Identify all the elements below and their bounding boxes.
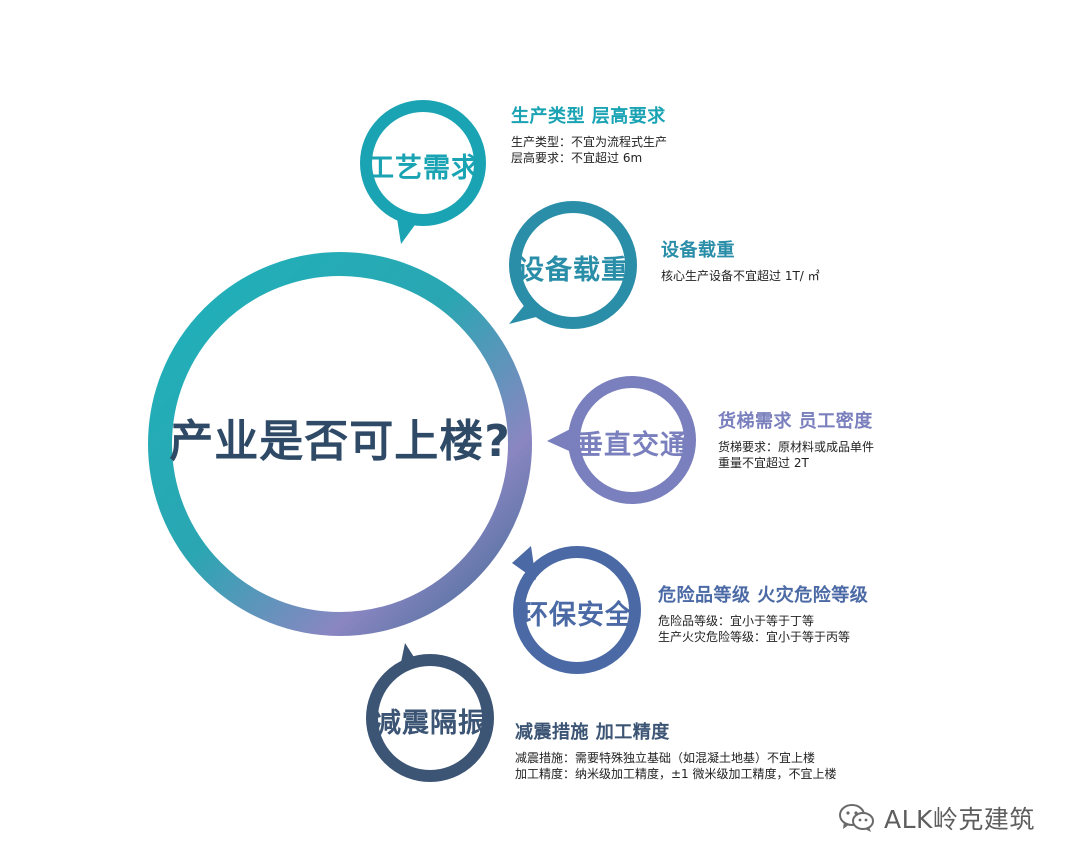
info-heading-transport: 货梯需求 员工密度 bbox=[718, 411, 873, 432]
info-line: 层高要求：不宜超过 6m bbox=[511, 151, 643, 165]
info-heading-vibration: 减震措施 加工精度 bbox=[515, 722, 670, 743]
info-transport: 货梯需求 员工密度 货梯要求：原材料或成品单件 重量不宜超过 2T bbox=[718, 407, 874, 471]
bubble-label-craft: 工艺需求 bbox=[367, 153, 479, 184]
bubble-label-transport: 垂直交通 bbox=[576, 430, 688, 461]
info-line: 生产火灾危险等级：宜小于等于丙等 bbox=[658, 630, 851, 644]
bubble-transport bbox=[547, 376, 696, 504]
info-line: 生产类型：不宜为流程式生产 bbox=[511, 135, 668, 149]
watermark: ALK岭克建筑 bbox=[838, 800, 1035, 836]
bubble-vibration bbox=[366, 643, 494, 782]
center-title: 产业是否可上楼? bbox=[169, 416, 511, 467]
bubble-equipment bbox=[509, 201, 637, 329]
info-equipment: 设备载重 核心生产设备不宜超过 1T/ ㎡ bbox=[661, 236, 820, 284]
bubble-label-vibration: 减震隔振 bbox=[374, 708, 486, 739]
info-vibration: 减震措施 加工精度 减震措施：需要特殊独立基础（如混凝土地基）不宜上楼 加工精度… bbox=[515, 718, 837, 782]
info-craft: 生产类型 层高要求 生产类型：不宜为流程式生产 层高要求：不宜超过 6m bbox=[511, 102, 667, 166]
info-line: 减震措施：需要特殊独立基础（如混凝土地基）不宜上楼 bbox=[515, 751, 816, 765]
info-safety: 危险品等级 火灾危险等级 危险品等级：宜小于等于丁等 生产火灾危险等级：宜小于等… bbox=[658, 581, 868, 645]
bubble-craft bbox=[360, 100, 486, 244]
info-line: 货梯要求：原材料或成品单件 bbox=[718, 440, 875, 454]
info-heading-safety: 危险品等级 火灾危险等级 bbox=[658, 585, 869, 606]
info-line: 重量不宜超过 2T bbox=[718, 456, 809, 470]
bubble-label-equipment: 设备载重 bbox=[517, 255, 629, 286]
info-heading-craft: 生产类型 层高要求 bbox=[511, 106, 666, 127]
info-line: 危险品等级：宜小于等于丁等 bbox=[658, 614, 815, 628]
watermark-text: ALK岭克建筑 bbox=[884, 805, 1035, 834]
bubble-label-safety: 环保安全 bbox=[521, 600, 633, 631]
wechat-icon bbox=[839, 804, 874, 832]
bubble-safety bbox=[512, 546, 641, 674]
info-line: 加工精度：纳米级加工精度，±1 微米级加工精度，不宜上楼 bbox=[515, 767, 837, 781]
info-heading-equipment: 设备载重 bbox=[661, 240, 735, 261]
info-line: 核心生产设备不宜超过 1T/ ㎡ bbox=[661, 269, 820, 283]
center-ring bbox=[148, 252, 532, 636]
